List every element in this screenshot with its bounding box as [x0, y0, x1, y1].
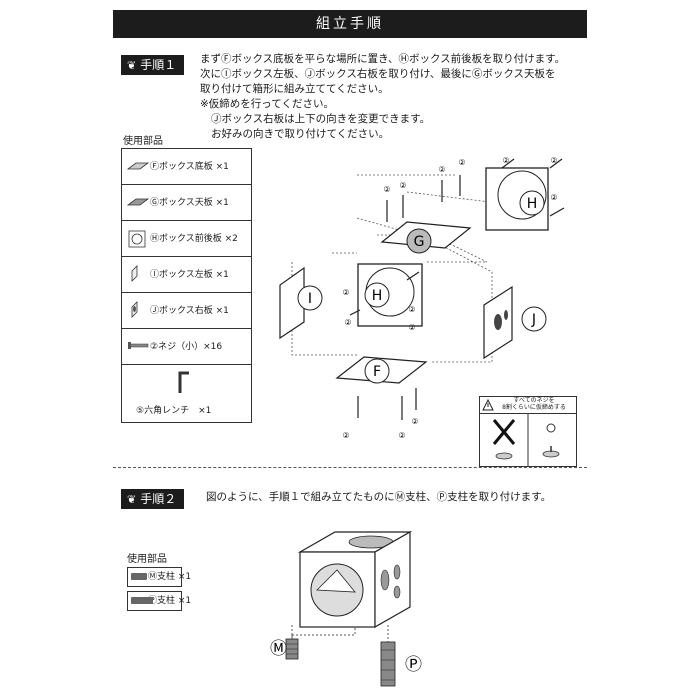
step2-parts-list: Ⓜ支柱 ×1 Ⓟ支柱 ×1 [127, 567, 191, 615]
step1-line-1: まずⒻボックス底板を平らな場所に置き、Ⓗボックス前後板を取り付けます。 [200, 53, 566, 65]
svg-text:②: ② [502, 156, 509, 165]
svg-text:②: ② [550, 193, 557, 202]
part-row: Ⓜ支柱 ×1 [127, 567, 191, 587]
label-m: Ⓜ [270, 639, 287, 659]
part-row: Ⓙボックス右板 ×1 [122, 293, 251, 329]
step1-parts-title: 使用部品 [123, 136, 163, 147]
box-left-panel: I [279, 266, 323, 340]
svg-text:②: ② [458, 158, 465, 167]
warning-line-2: 8割くらいに仮締めする [502, 404, 566, 411]
paw-icon: ❦ [127, 59, 137, 72]
top-board-icon [126, 198, 150, 206]
part-row: Ⓕボックス底板 ×1 [122, 149, 251, 185]
svg-text:②: ② [383, 185, 390, 194]
step1-note-2: Ⓙボックス右板は上下の向きを変更できます。 [211, 113, 431, 125]
step1-badge: ❦手順１ [121, 55, 185, 75]
svg-text:②: ② [438, 165, 445, 174]
step1-line-3: 取り付けて箱形に組み立ててください。 [200, 83, 389, 95]
screw-labels: ② ② ② ② ② ② ② ② ② ② ② ② ② ② [342, 156, 557, 440]
step1-badge-label: 手順１ [140, 58, 177, 72]
step2-assembly-diagram: Ⓜ Ⓟ [270, 530, 422, 687]
step2-line: 図のように、手順１で組み立てたものにⓂ支柱、Ⓟ支柱を取り付けます。 [206, 491, 552, 503]
step1-note-1: ※仮締めを行ってください。 [200, 98, 334, 110]
step2-parts-title: 使用部品 [127, 554, 167, 565]
part-label: Ⓕボックス底板 ×1 [150, 162, 229, 172]
panel-label-h-back: H [527, 196, 538, 212]
screw-icon [128, 342, 149, 349]
box-back-panel: H [485, 167, 549, 231]
panel-label-i: I [308, 291, 312, 307]
step2-badge: ❦手順２ [121, 489, 185, 509]
paw-icon: ❦ [127, 493, 137, 506]
svg-text:②: ② [344, 318, 351, 327]
part-row: Ⓘボックス左板 ×1 [122, 257, 251, 293]
part-label: Ⓙボックス右板 ×1 [150, 306, 229, 316]
box-front-panel: H [357, 263, 423, 327]
pillar-p [380, 641, 396, 687]
step2-badge-label: 手順２ [140, 492, 177, 506]
step1-parts-table: Ⓕボックス底板 ×1 Ⓖボックス天板 ×1 Ⓗボックス前後板 ×2 Ⓘボックス左… [121, 148, 252, 423]
part-label: Ⓗボックス前後板 ×2 [150, 234, 238, 244]
panel-label-h-front: H [372, 288, 383, 304]
part-label: ⑤六角レンチ ×1 [136, 406, 212, 416]
part-row: ⑤六角レンチ ×1 [122, 365, 251, 422]
svg-text:②: ② [411, 417, 418, 426]
part-label: ②ネジ（小）×16 [150, 342, 223, 352]
svg-text:②: ② [408, 323, 415, 332]
bottom-board-icon [126, 162, 150, 170]
front-back-board-icon [128, 230, 146, 248]
warning-illustration [492, 414, 560, 466]
svg-text:②: ② [342, 431, 349, 440]
part-row: ②ネジ（小）×16 [122, 329, 251, 365]
svg-text:②: ② [550, 156, 557, 165]
svg-text:②: ② [399, 181, 406, 190]
part-label: Ⓖボックス天板 ×1 [150, 198, 229, 208]
panel-label-j: J [531, 312, 536, 328]
box-top-panel: G [380, 221, 472, 254]
part-label: Ⓜ支柱 ×1 [148, 572, 192, 582]
step1-line-2: 次にⒾボックス左板、Ⓙボックス右板を取り付け、最後にⒼボックス天板を [200, 68, 556, 80]
part-row: Ⓟ支柱 ×1 [127, 591, 191, 611]
box-bottom-panel: F [335, 356, 428, 384]
panel-label-g: G [414, 234, 425, 250]
warning-icon [482, 399, 494, 411]
part-row: Ⓗボックス前後板 ×2 [122, 221, 251, 257]
page-title: 組立手順 [113, 10, 587, 38]
panel-label-f: F [373, 364, 381, 380]
pillar-m [285, 638, 299, 660]
tighten-warning-box: すべてのネジを 8割くらいに仮締めする [479, 396, 577, 467]
pillar-p-icon [131, 597, 153, 604]
part-label: Ⓘボックス左板 ×1 [150, 270, 229, 280]
label-p: Ⓟ [405, 655, 422, 675]
left-board-icon [131, 265, 138, 282]
svg-text:②: ② [408, 305, 415, 314]
box-right-panel: J [483, 285, 547, 360]
svg-text:②: ② [398, 431, 405, 440]
section-divider [113, 467, 587, 468]
pillar-m-icon [131, 573, 147, 580]
part-row: Ⓖボックス天板 ×1 [122, 185, 251, 221]
warning-line-1: すべてのネジを [513, 397, 555, 404]
step1-exploded-diagram: G H H I J F ② ② ② [279, 156, 565, 440]
warning-header: すべてのネジを 8割くらいに仮締めする [480, 397, 576, 414]
step1-note-3: お好みの向きで取り付けてください。 [211, 128, 390, 140]
hex-wrench-icon [178, 371, 189, 393]
screws [349, 158, 565, 420]
part-label: Ⓟ支柱 ×1 [148, 596, 192, 606]
right-board-icon [131, 301, 138, 318]
svg-text:②: ② [342, 288, 349, 297]
